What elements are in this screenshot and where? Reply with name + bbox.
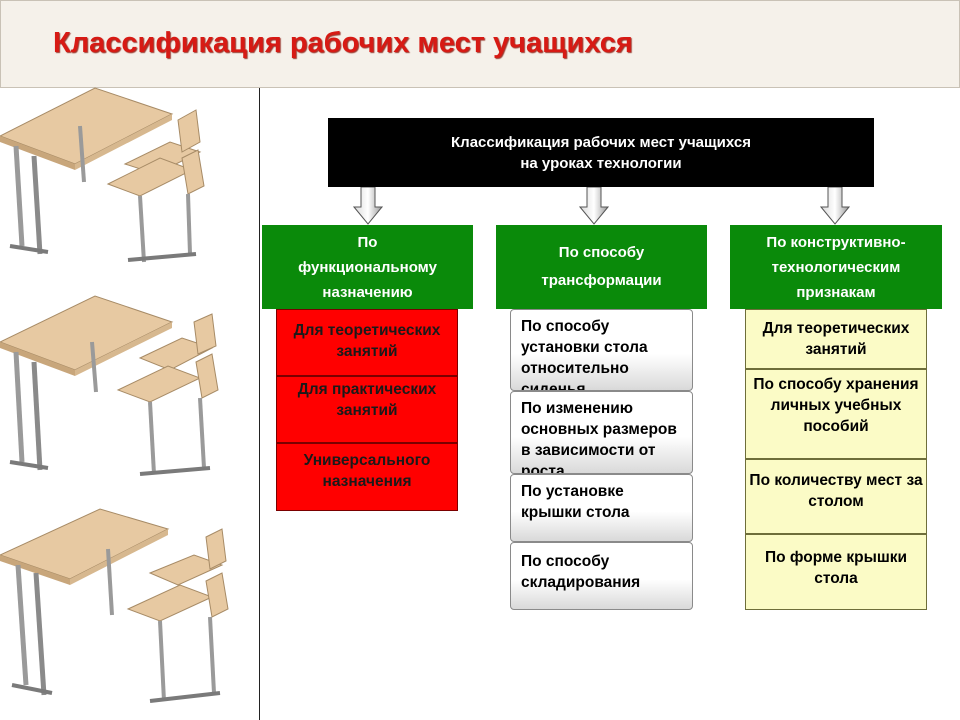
construction-item: По форме крышки стола [745,534,927,610]
desk-photo-3 [0,508,229,703]
desk-photo-1 [0,87,205,263]
category-line: По способу [558,244,645,261]
divider [259,88,260,720]
construction-item: Для теоретических занятий [745,309,927,369]
category-line: признакам [796,283,876,301]
category-line: функциональному [298,258,437,276]
root-line-1: Классификация рабочих мест учащихся [451,133,751,151]
root-line-2: на уроках технологии [520,154,682,172]
desk-photo-2 [0,295,219,476]
category-functional: По функциональному назначению [262,225,473,309]
functional-item: Для практических занятий [276,376,458,443]
category-line: технологическим [771,258,901,276]
transformation-item: По изменению основных размеров в зависим… [510,391,693,474]
transformation-item: По способу установки стола относительно … [510,309,693,391]
root-node: Классификация рабочих мест учащихся на у… [328,118,874,187]
arrow-down-icon [579,187,609,225]
construction-item: По способу хранения личных учебных пособ… [745,369,927,459]
construction-item: По количеству мест за столом [745,459,927,534]
category-construction: По конструктивно- технологическим призна… [730,225,942,309]
category-line: назначению [322,283,413,301]
functional-item: Универсального назначения [276,443,458,511]
transformation-item: По установке крышки стола [510,474,693,542]
category-line: трансформации [541,272,662,289]
functional-item: Для теоретических занятий [276,309,458,376]
category-line: По [357,233,378,251]
category-line: По конструктивно- [766,233,906,251]
category-transformation: По способу трансформации [496,225,707,309]
title-bar: Классификация рабочих мест учащихся [0,0,960,88]
arrow-down-icon [820,187,850,225]
transformation-item: По способу складирования [510,542,693,610]
arrow-down-icon [353,187,383,225]
slide-title: Классификация рабочих мест учащихся [53,27,633,59]
